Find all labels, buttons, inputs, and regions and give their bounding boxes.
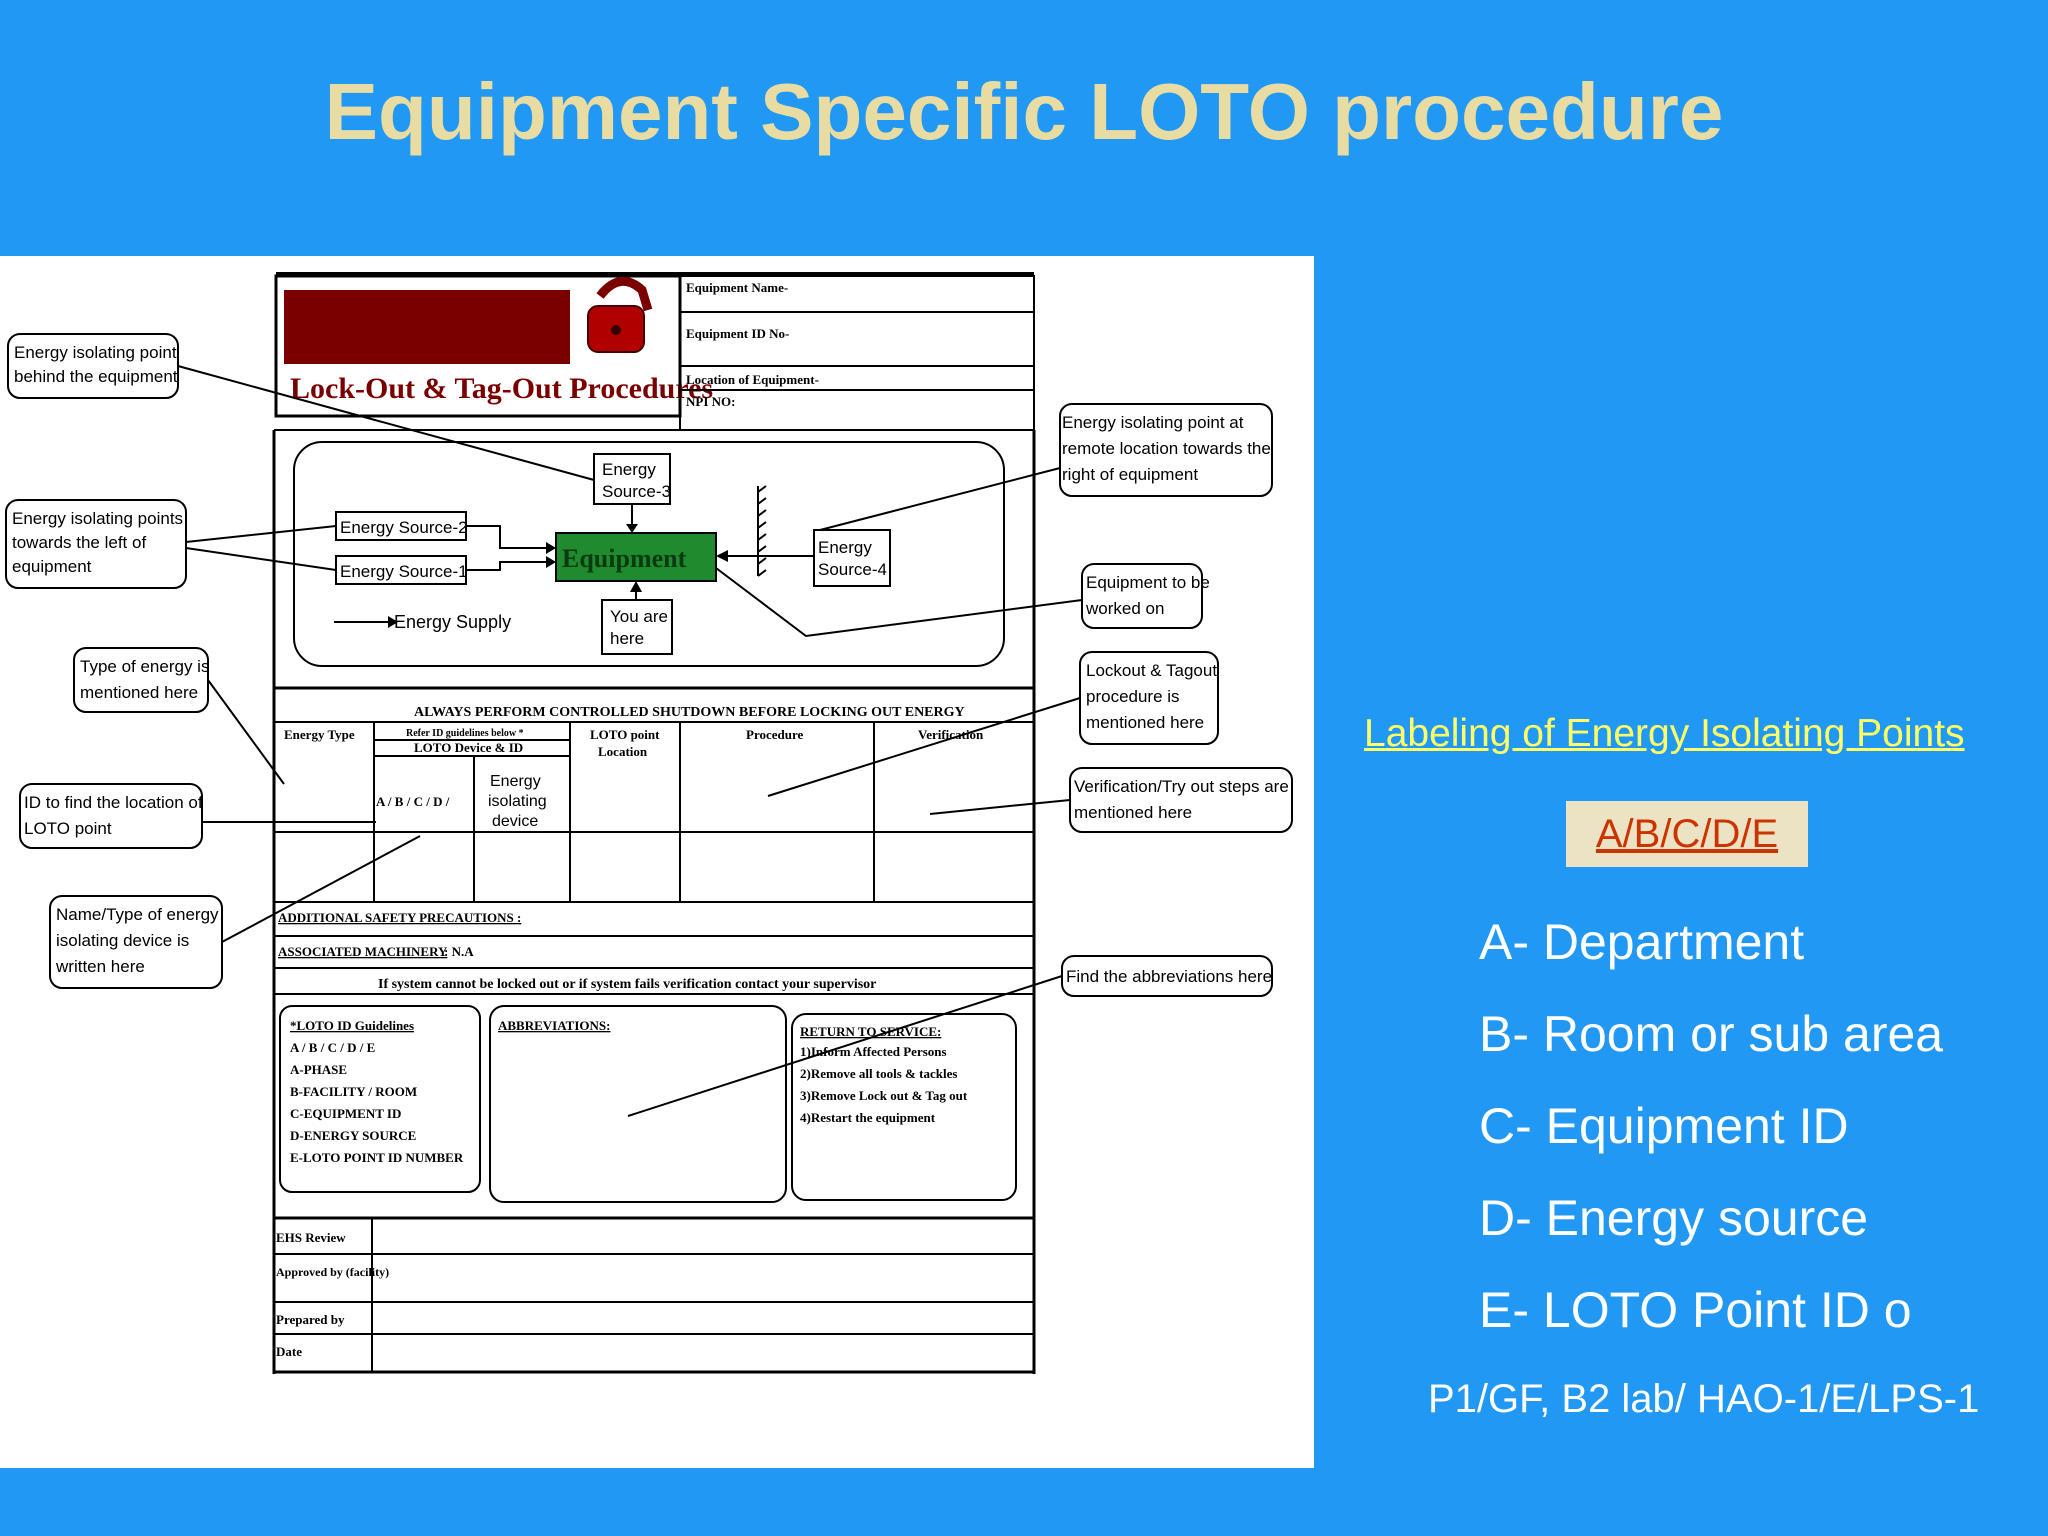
callout-text: ID to find the location of <box>24 793 203 812</box>
table-banner: ALWAYS PERFORM CONTROLLED SHUTDOWN BEFOR… <box>414 705 965 720</box>
labeling-panel: Labeling of Energy Isolating Points A/B/… <box>1314 256 2048 1468</box>
equipment-box <box>555 532 717 582</box>
energy-source-4: Energy <box>818 538 872 557</box>
loto-form-image: Lock-Out & Tag-Out Procedures Equipment … <box>0 256 1314 1468</box>
precautions-row: ADDITIONAL SAFETY PRECAUTIONS : <box>278 910 521 925</box>
callout-text: Energy isolating points <box>12 509 183 528</box>
callout-text: mentioned here <box>1074 803 1192 822</box>
signoff-date: Date <box>276 1344 302 1359</box>
col-procedure: Procedure <box>746 727 804 742</box>
guidelines-box <box>279 1005 481 1193</box>
callout-text: Name/Type of energy <box>56 905 219 924</box>
legend-item: A- Department <box>1479 914 1805 970</box>
legend-item: E- LOTO Point ID o <box>1479 1282 1912 1338</box>
callout-text: worked on <box>1085 599 1164 618</box>
callout-box <box>1081 563 1203 629</box>
callout-text: equipment <box>12 557 92 576</box>
legend-item: B- Room or sub area <box>1479 1006 1944 1062</box>
callout-text: mentioned here <box>80 683 198 702</box>
callout-box <box>5 499 187 589</box>
equipment-label: Equipment <box>562 544 687 573</box>
diagram-frame <box>293 441 1005 667</box>
abbreviations-title: ABBREVIATIONS: <box>498 1018 610 1033</box>
return-title: RETURN TO SERVICE: <box>800 1024 941 1039</box>
device-cell: isolating <box>488 793 547 810</box>
col-loto-device: LOTO Device & ID <box>414 740 523 755</box>
id-code-cell: A / B / C / D / <box>376 794 450 809</box>
header-field: Equipment ID No- <box>686 326 789 341</box>
callout-text: Verification/Try out steps are <box>1074 777 1289 796</box>
callout-text: written here <box>55 957 145 976</box>
callout-text: remote location towards the <box>1062 439 1271 458</box>
energy-source-1: Energy Source-1 <box>340 562 468 581</box>
callout-text: right of equipment <box>1062 465 1198 484</box>
header-field: Equipment Name- <box>686 280 788 295</box>
header-field: NPI NO: <box>686 394 735 409</box>
callout-text: behind the equipment <box>14 367 178 386</box>
col-refer-guidelines: Refer ID guidelines below * <box>406 728 524 739</box>
guidelines-line: E-LOTO POINT ID NUMBER <box>290 1150 464 1165</box>
callout-text: Type of energy is <box>80 657 209 676</box>
padlock-icon <box>587 276 653 353</box>
energy-source-3: Energy <box>602 460 656 479</box>
col-energy-type: Energy Type <box>284 727 355 742</box>
legend-item: D- Energy source <box>1479 1190 1869 1246</box>
return-line: 4)Restart the equipment <box>800 1110 936 1125</box>
banner-title: Lock-Out & Tag-Out Procedures <box>290 372 713 405</box>
callout-text: Energy isolating point at <box>1062 413 1244 432</box>
device-cell: device <box>492 813 538 830</box>
guidelines-line: C-EQUIPMENT ID <box>290 1106 401 1121</box>
callout-text: mentioned here <box>1086 713 1204 732</box>
callout-text: Lockout & Tagout <box>1086 661 1217 680</box>
device-cell: Energy <box>490 773 541 790</box>
banner-red-block <box>284 290 570 364</box>
signoff-ehs: EHS Review <box>276 1230 346 1245</box>
callout-text: procedure is <box>1086 687 1180 706</box>
header-field: Location of Equipment- <box>686 372 819 387</box>
col-loto-point: LOTO point <box>590 727 660 742</box>
guidelines-line: B-FACILITY / ROOM <box>290 1084 417 1099</box>
callout-text: LOTO point <box>24 819 112 838</box>
callout-text: Energy isolating point <box>14 343 177 362</box>
return-line: 3)Remove Lock out & Tag out <box>800 1088 968 1103</box>
example-code: P1/GF, B2 lab/ HAO-1/E/LPS-1 <box>1428 1377 1980 1421</box>
energy-source-2: Energy Source-2 <box>340 518 468 537</box>
return-line: 2)Remove all tools & tackles <box>800 1066 957 1081</box>
you-are-here: here <box>610 629 644 648</box>
energy-supply-legend: Energy Supply <box>394 612 511 632</box>
guidelines-line: D-ENERGY SOURCE <box>290 1128 416 1143</box>
callout-text: Equipment to be <box>1086 573 1210 592</box>
callout-box <box>1059 403 1273 497</box>
labeling-link[interactable]: Labeling of Energy Isolating Points <box>1364 712 1965 755</box>
guidelines-title: *LOTO ID Guidelines <box>290 1018 414 1033</box>
you-are-here: You are <box>610 607 668 626</box>
return-line: 1)Inform Affected Persons <box>800 1044 947 1059</box>
supervisor-note: If system cannot be locked out or if sys… <box>378 977 876 992</box>
slide-title: Equipment Specific LOTO procedure <box>324 67 1724 156</box>
callout-text: Find the abbreviations here <box>1066 967 1272 986</box>
signoff-approved: Approved by (facility) <box>276 1265 389 1279</box>
guidelines-line: A / B / C / D / E <box>290 1040 375 1055</box>
col-verification: Verification <box>918 727 984 742</box>
callout-text: isolating device is <box>56 931 189 950</box>
return-to-service-box <box>791 1013 1017 1201</box>
callout-text: towards the left of <box>12 533 146 552</box>
callout-box <box>19 783 203 849</box>
guidelines-line: A-PHASE <box>290 1062 347 1077</box>
code-format-link[interactable]: A/B/C/D/E <box>1566 801 1808 867</box>
signoff-prepared: Prepared by <box>276 1312 345 1327</box>
machinery-value: : N.A <box>444 944 474 959</box>
col-loto-point: Location <box>598 744 648 759</box>
abbreviations-box <box>489 1005 787 1203</box>
code-legend: A- Department B- Room or sub area C- Equ… <box>1479 896 1943 1356</box>
energy-source-3: Source-3 <box>602 482 671 501</box>
legend-item: C- Equipment ID <box>1479 1098 1849 1154</box>
machinery-label: ASSOCIATED MACHINERY <box>278 944 448 959</box>
energy-source-4: Source-4 <box>818 560 887 579</box>
